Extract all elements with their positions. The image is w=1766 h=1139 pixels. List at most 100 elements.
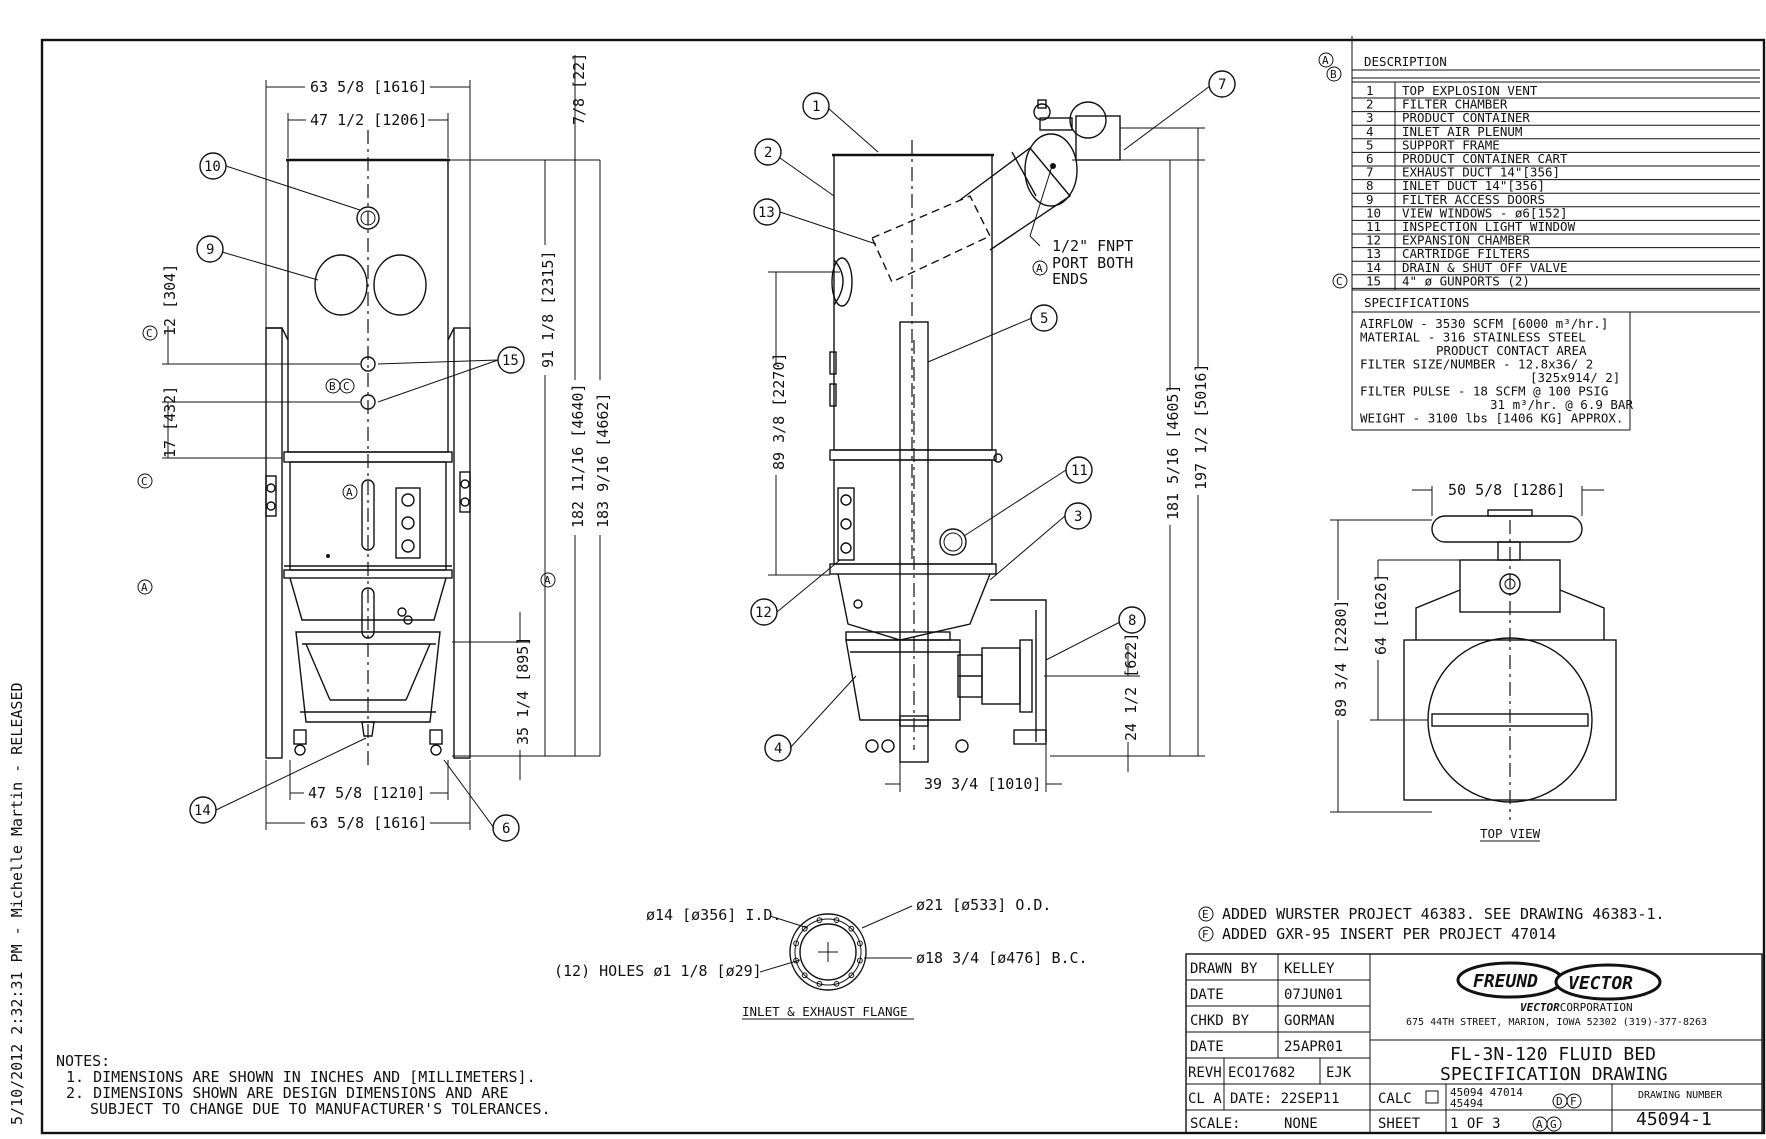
specification-line: AIRFLOW - 3530 SCFM [6000 m³/hr.] xyxy=(1360,316,1608,331)
description-item-text: CARTRIDGE FILTERS xyxy=(1402,246,1530,261)
description-item-no: 15 xyxy=(1366,273,1381,288)
top-view-h-dim2: 64 [1626] xyxy=(1372,574,1390,655)
svg-text:13: 13 xyxy=(758,205,775,221)
specifications-header: SPECIFICATIONS xyxy=(1364,295,1469,310)
dim-bottom-overall: 63 5/8 [1616] xyxy=(310,814,427,832)
description-item-text: SUPPORT FRAME xyxy=(1402,137,1500,152)
tb-drawn-label: DRAWN BY xyxy=(1190,961,1258,977)
description-item-no: 10 xyxy=(1366,205,1381,220)
tb-address: 675 44TH STREET, MARION, IOWA 52302 (319… xyxy=(1406,1017,1707,1028)
rev-mark-b: B xyxy=(329,380,336,393)
svg-text:2: 2 xyxy=(764,145,772,161)
note-1: 1. DIMENSIONS ARE SHOWN IN INCHES AND [M… xyxy=(66,1068,536,1086)
description-item-no: 1 xyxy=(1366,83,1374,98)
sheet-mark-g: G xyxy=(1550,1118,1557,1131)
front-view: 63 5/8 [1616] 47 1/2 [1206] 47 5/8 [1210… xyxy=(137,53,612,832)
balloon-4: 4 xyxy=(764,675,857,762)
tb-revh-label: REVH xyxy=(1188,1065,1222,1081)
specification-line: PRODUCT CONTACT AREA xyxy=(1436,343,1587,358)
rev-mark-c3: C xyxy=(343,380,350,393)
description-item-text: EXPANSION CHAMBER xyxy=(1402,233,1530,248)
description-item-text: FILTER ACCESS DOORS xyxy=(1402,192,1545,207)
svg-text:5: 5 xyxy=(1040,311,1048,327)
svg-text:15: 15 xyxy=(502,353,519,369)
port-note-mark: A xyxy=(1036,262,1043,275)
port-note-3: ENDS xyxy=(1052,270,1088,288)
specification-line: WEIGHT - 3100 lbs [1406 KG] APPROX. xyxy=(1360,411,1623,426)
svg-text:VECTORCORPORATION: VECTORCORPORATION xyxy=(1520,1001,1633,1014)
dim-bottom-inner: 47 5/8 [1210] xyxy=(308,784,425,802)
rev-note-f-text: ADDED GXR-95 INSERT PER PROJECT 47014 xyxy=(1222,925,1556,943)
specification-line: [325x914/ 2] xyxy=(1530,370,1620,385)
description-item-text: INLET DUCT 14"[356] xyxy=(1402,178,1545,193)
description-item-no: 4 xyxy=(1366,124,1374,139)
svg-text:9: 9 xyxy=(206,242,214,258)
tb-drawn-by: KELLEY xyxy=(1284,961,1335,977)
balloon-8: 8 xyxy=(1045,606,1146,661)
tb-scale-label: SCALE: xyxy=(1190,1116,1241,1132)
tb-cla-label: CL A xyxy=(1188,1091,1222,1107)
margin-note: 5/10/2012 2:32:31 PM - Michelle Martin -… xyxy=(8,682,26,1125)
port-note-2: PORT BOTH xyxy=(1052,254,1133,272)
specification-line: 31 m³/hr. @ 6.9 BAR xyxy=(1490,397,1633,412)
desc-rev-a: A xyxy=(1322,54,1329,67)
balloon-7: 7 xyxy=(1123,70,1236,151)
balloon-3: 3 xyxy=(989,502,1092,581)
general-notes: NOTES: 1. DIMENSIONS ARE SHOWN IN INCHES… xyxy=(56,1052,551,1118)
tb-title-2: SPECIFICATION DRAWING xyxy=(1440,1064,1668,1085)
svg-text:12: 12 xyxy=(755,605,772,621)
tb-scale: NONE xyxy=(1284,1116,1318,1132)
flange-bolt-hole xyxy=(801,972,808,979)
flange-bolt-hole xyxy=(816,917,823,924)
dim-top-overall: 63 5/8 [1616] xyxy=(310,78,427,96)
balloon-2: 2 xyxy=(754,138,835,197)
balloon-12: 12 xyxy=(750,559,841,626)
top-view-title: TOP VIEW xyxy=(1480,826,1541,841)
rev-note-e-mark: E xyxy=(1202,908,1209,921)
dim-h-inlet: 24 1/2 [622] xyxy=(1122,633,1140,741)
description-item-text: PRODUCT CONTAINER CART xyxy=(1402,151,1568,166)
description-item-no: 2 xyxy=(1366,97,1374,112)
balloon-11: 11 xyxy=(963,456,1093,537)
dim-h-duct: 181 5/16 [4605] xyxy=(1164,385,1182,520)
freund-vector-logo: FREUND VECTOR xyxy=(1456,961,1662,1001)
top-view: 50 5/8 [1286] 89 3/4 [2280] 64 [1626] TO… xyxy=(1330,481,1617,842)
revision-notes: E ADDED WURSTER PROJECT 46383. SEE DRAWI… xyxy=(1198,905,1665,943)
description-item-text: PRODUCT CONTAINER xyxy=(1402,110,1530,125)
dim-top-inner: 47 1/2 [1206] xyxy=(310,111,427,129)
balloon-14: 14 xyxy=(189,737,367,824)
tb-date-1: 07JUN01 xyxy=(1284,987,1343,1003)
svg-text:7: 7 xyxy=(1218,77,1226,93)
rev-note-f-mark: F xyxy=(1202,928,1209,941)
drawing-border xyxy=(40,38,1766,1135)
flange-bolt-hole xyxy=(833,917,840,924)
refs-mark-f: F xyxy=(1570,1095,1577,1108)
rev-mark-a-body: A xyxy=(346,486,353,499)
description-item-text: DRAIN & SHUT OFF VALVE xyxy=(1402,260,1568,275)
description-item-no: 14 xyxy=(1366,260,1381,275)
tb-refs-1: 45094 47014 xyxy=(1450,1086,1523,1099)
specification-line: FILTER PULSE - 18 SCFM @ 100 PSIG xyxy=(1360,384,1608,399)
balloon-13: 13 xyxy=(753,198,877,245)
tb-sheet-label: SHEET xyxy=(1378,1116,1421,1132)
description-item-no: 6 xyxy=(1366,151,1374,166)
svg-text:14: 14 xyxy=(194,803,211,819)
svg-text:8: 8 xyxy=(1128,613,1136,629)
tb-chkd-label: CHKD BY xyxy=(1190,1013,1250,1029)
description-item-text: VIEW WINDOWS - ø6[152] xyxy=(1402,205,1568,220)
flange-bolt-hole xyxy=(793,940,800,947)
svg-text:4: 4 xyxy=(774,741,782,757)
description-item-text: FILTER CHAMBER xyxy=(1402,97,1508,112)
flange-holes-label: (12) HOLES ø1 1/8 [ø29] xyxy=(554,962,762,980)
flange-bc-label: ø18 3/4 [ø476] B.C. xyxy=(916,949,1088,967)
flange-detail: ø14 [ø356] I.D. ø21 [ø533] O.D. ø18 3/4 … xyxy=(554,896,1088,1020)
specification-rows: AIRFLOW - 3530 SCFM [6000 m³/hr.]MATERIA… xyxy=(1360,316,1633,426)
desc-rev-b: B xyxy=(1330,68,1337,81)
flange-bolt-hole xyxy=(856,940,863,947)
flange-title: INLET & EXHAUST FLANGE xyxy=(742,1004,908,1019)
notes-header: NOTES: xyxy=(56,1052,110,1070)
dim-gap-top: 7/8 [22] xyxy=(570,53,588,125)
